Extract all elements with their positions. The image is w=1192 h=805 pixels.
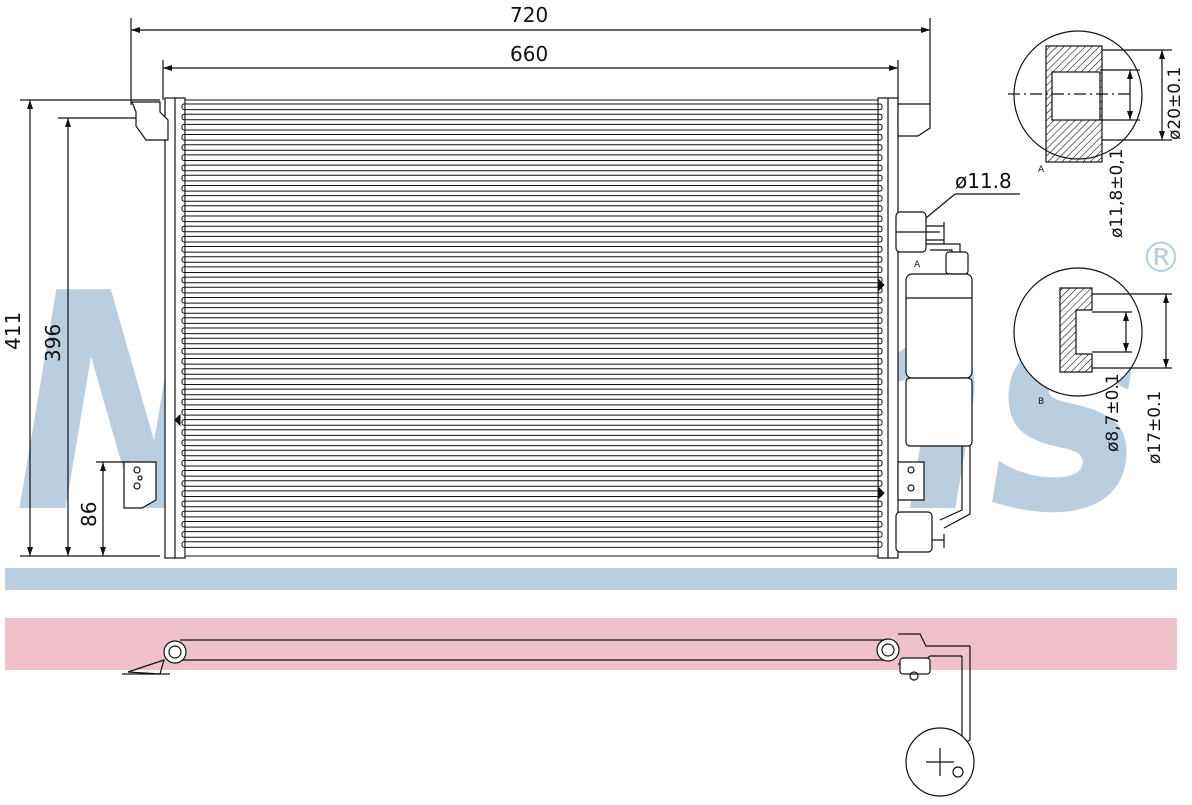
core-tube <box>181 307 883 314</box>
core-tube <box>181 409 883 416</box>
core-tube <box>181 388 883 396</box>
core-tube <box>181 134 883 141</box>
core-tube <box>181 113 883 121</box>
detail-b-outer-diameter: ø17±0.1 <box>1145 391 1165 464</box>
dim-overall-height: 411 <box>1 312 25 350</box>
core-tube <box>181 215 883 223</box>
condenser-core <box>181 99 883 557</box>
dim-core-height: 396 <box>41 324 65 362</box>
core-tube <box>181 347 883 355</box>
dim-overall-width: 720 <box>510 3 548 27</box>
core-tube <box>181 174 883 182</box>
core-tube <box>181 205 883 212</box>
core-tube <box>181 103 883 111</box>
dim-bracket-height: 86 <box>77 502 101 527</box>
blue-band <box>5 568 1177 590</box>
core-tube <box>181 246 883 253</box>
core-tube <box>181 185 883 192</box>
core-tube <box>181 337 883 345</box>
core-tube <box>181 286 883 294</box>
core-tube <box>181 276 883 284</box>
core-tube <box>181 449 883 457</box>
core-tube <box>181 500 883 508</box>
core-tube <box>181 470 883 477</box>
detail-b-inner-diameter: ø8,7±0.1 <box>1103 373 1123 452</box>
core-tube <box>181 368 883 375</box>
core-tube <box>181 164 883 172</box>
core-tube <box>181 439 883 447</box>
detail-b-label: B <box>1038 397 1044 407</box>
core-tube <box>181 419 883 426</box>
core-tube <box>181 123 883 131</box>
detail-a-label: A <box>1038 165 1045 175</box>
dim-core-width: 660 <box>510 42 548 66</box>
core-tube <box>181 317 883 324</box>
side-view <box>122 633 975 797</box>
core-tube <box>181 256 883 263</box>
core-tube <box>181 144 883 151</box>
detail-a-inner-diameter: ø11,8±0,1 <box>1107 148 1127 238</box>
pink-band <box>5 618 1177 670</box>
detail-b <box>1013 267 1172 397</box>
dim-inlet-diameter: ø11.8 <box>955 169 1012 193</box>
detail-a-marker: A <box>914 260 921 270</box>
detail-a <box>1008 30 1172 163</box>
core-tube <box>181 378 883 385</box>
core-tube <box>181 225 883 233</box>
core-tube <box>181 429 883 436</box>
core-tube <box>181 297 883 304</box>
core-tube <box>181 480 883 487</box>
core-tube <box>181 531 883 538</box>
core-tube <box>181 266 883 273</box>
core-tube <box>181 541 883 548</box>
core-tube <box>181 521 883 528</box>
core-tube <box>181 459 883 467</box>
core-tube <box>181 154 883 161</box>
core-tube <box>181 235 883 243</box>
core-tube <box>181 327 883 335</box>
core-tube <box>181 358 883 365</box>
core-tube <box>181 195 883 202</box>
registered-mark: ® <box>1140 233 1182 282</box>
core-tube <box>181 510 883 518</box>
detail-a-outer-diameter: ø20±0.1 <box>1165 67 1185 140</box>
core-tube <box>181 398 883 406</box>
